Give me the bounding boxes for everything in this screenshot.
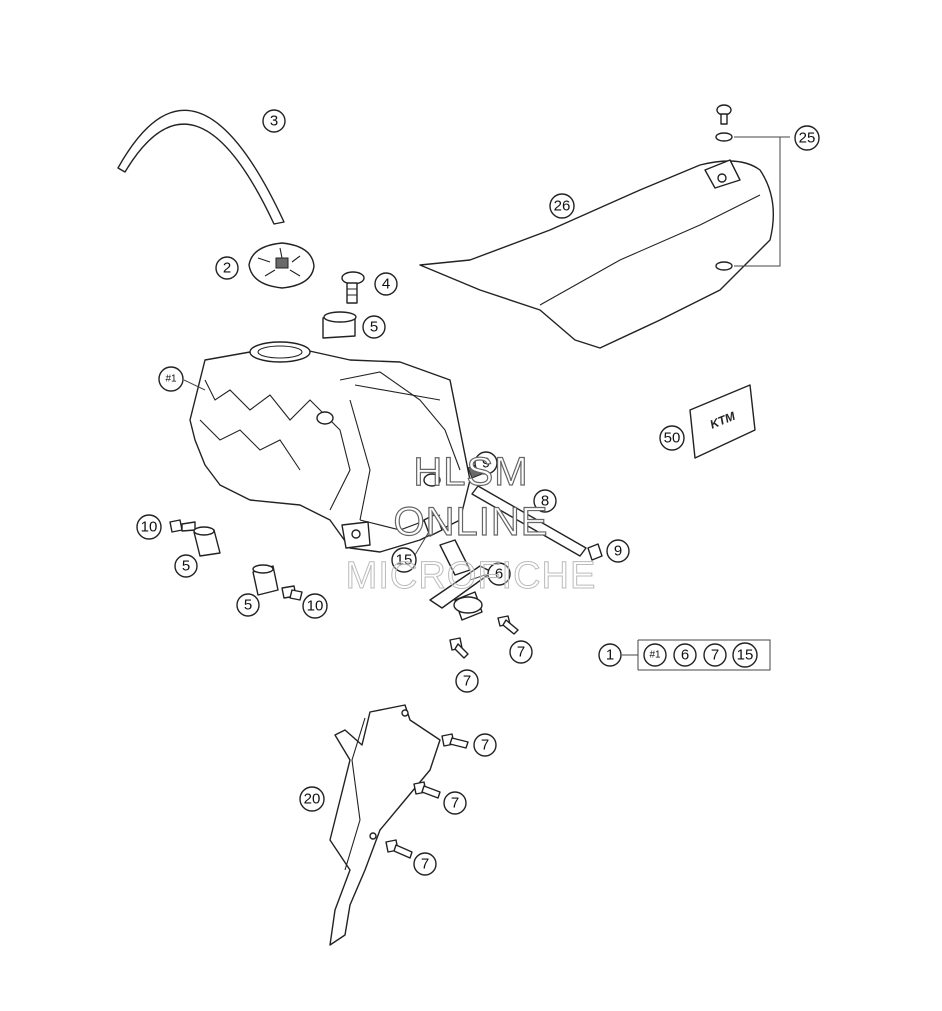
- screw-part-4: [341, 271, 365, 304]
- callout-4: 4: [374, 272, 398, 296]
- ktm-decal: KTM: [689, 384, 756, 459]
- svg-text:7: 7: [517, 644, 525, 661]
- kit-callout-1: 1: [598, 643, 622, 667]
- svg-text:7: 7: [451, 795, 459, 812]
- callout-5-top: 5: [362, 315, 386, 339]
- svg-text:1: 1: [606, 647, 614, 664]
- svg-text:26: 26: [554, 198, 571, 215]
- callout-10-lower: 10: [302, 593, 328, 619]
- svg-text:6: 6: [495, 566, 503, 583]
- callout-5-lower: 5: [236, 593, 260, 617]
- seat-screw-leaders: [734, 136, 790, 267]
- kit-item-6: 6: [673, 643, 697, 667]
- callout-3: 3: [262, 109, 286, 133]
- svg-text:3: 3: [270, 113, 278, 130]
- screw-7-b: [449, 637, 469, 659]
- svg-text:5: 5: [370, 319, 378, 336]
- svg-text:20: 20: [304, 791, 321, 808]
- callout-9-lower: 9: [606, 539, 630, 563]
- kit-assembly: 1 #1 6 7 15: [598, 639, 771, 671]
- callout-8: 8: [533, 489, 557, 513]
- callout-7-d: 7: [443, 791, 467, 815]
- callout-7-b: 7: [455, 669, 479, 693]
- callout-7-e: 7: [413, 852, 437, 876]
- svg-text:6: 6: [681, 647, 689, 664]
- callout-2: 2: [215, 256, 239, 280]
- callout-9-upper: 9: [474, 451, 498, 475]
- callout-6: 6: [487, 562, 511, 586]
- svg-text:15: 15: [737, 647, 754, 664]
- fuel-cap: [248, 242, 315, 289]
- bolt-left-lower: [281, 585, 303, 601]
- kit-item-15: 15: [732, 642, 758, 668]
- screw-7-a: [497, 615, 519, 635]
- svg-text:#1: #1: [165, 374, 177, 385]
- svg-text:8: 8: [541, 493, 549, 510]
- callout-7-c: 7: [473, 733, 497, 757]
- breather-hose: [117, 109, 285, 225]
- svg-text:10: 10: [141, 519, 158, 536]
- svg-text:2: 2: [223, 260, 231, 277]
- svg-text:7: 7: [481, 737, 489, 754]
- bushing-left-upper: [193, 526, 221, 557]
- kit-item-7: 7: [703, 643, 727, 667]
- screw-7-e: [385, 839, 413, 859]
- svg-text:9: 9: [614, 543, 622, 560]
- kit-item-#1: #1: [643, 643, 667, 667]
- svg-text:7: 7: [711, 647, 719, 664]
- svg-text:7: 7: [421, 856, 429, 873]
- screw-7-c: [441, 733, 469, 749]
- hose-clamp-lower: [587, 543, 603, 561]
- bushing-left-lower: [252, 564, 279, 596]
- screw-7-d: [413, 781, 441, 799]
- fuel-tap: [429, 539, 493, 621]
- callout-7-a: 7: [509, 640, 533, 664]
- seat-screw: [715, 104, 733, 271]
- callout-15: 15: [391, 547, 417, 573]
- callout-50: 50: [659, 425, 685, 451]
- callout-10-upper: 10: [136, 514, 162, 540]
- callout-25: 25: [794, 125, 820, 151]
- fuel-fitting: [423, 513, 443, 537]
- bushing-top: [322, 311, 357, 339]
- svg-text:9: 9: [482, 455, 490, 472]
- svg-text:50: 50: [664, 430, 681, 447]
- svg-text:4: 4: [382, 276, 390, 293]
- svg-text:#1: #1: [649, 650, 661, 661]
- seat: [419, 159, 775, 349]
- callout-5-left: 5: [174, 554, 198, 578]
- svg-text:5: 5: [182, 558, 190, 575]
- bolt-left-upper: [169, 519, 196, 533]
- side-cover: [329, 704, 441, 946]
- svg-text:15: 15: [396, 552, 413, 569]
- callout-tank-#1: #1: [158, 366, 184, 392]
- svg-text:25: 25: [799, 130, 816, 147]
- svg-text:7: 7: [463, 673, 471, 690]
- fuel-hose: [471, 485, 587, 557]
- callout-26: 26: [549, 193, 575, 219]
- svg-text:5: 5: [244, 597, 252, 614]
- svg-text:10: 10: [307, 598, 324, 615]
- callout-20: 20: [299, 786, 325, 812]
